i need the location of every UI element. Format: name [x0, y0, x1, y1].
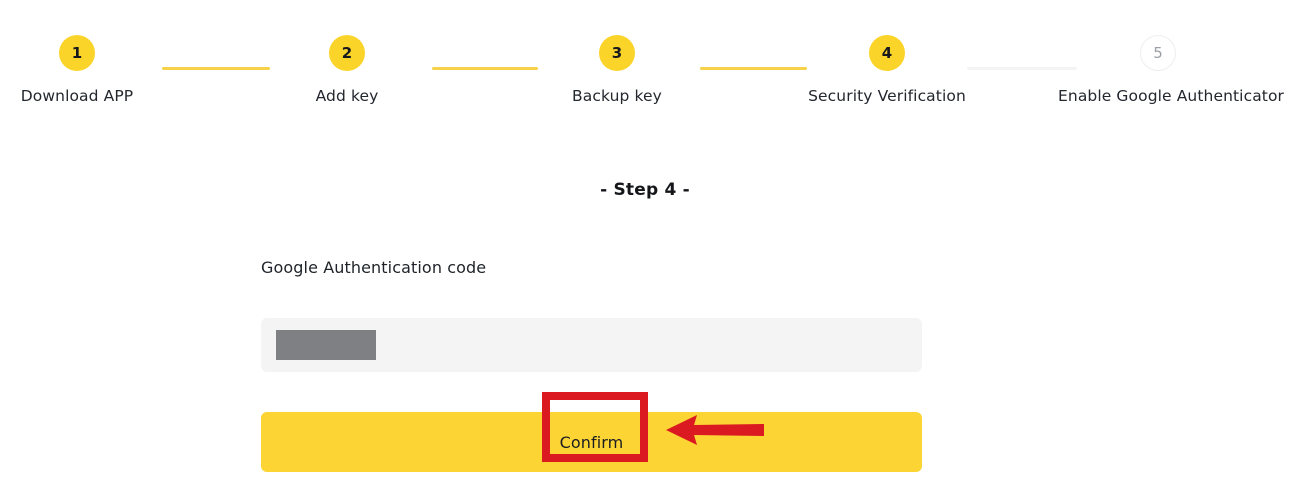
- stepper-connector-1-2: [162, 67, 270, 70]
- stepper-step-5-label: Enable Google Authenticator: [1058, 87, 1285, 105]
- stepper-connector-2-3: [432, 67, 538, 70]
- stepper-connector-3-4: [700, 67, 807, 70]
- auth-code-input[interactable]: [261, 318, 922, 372]
- redaction-overlay: [276, 330, 376, 360]
- stepper-step-2-number: 2: [329, 35, 365, 71]
- stepper-step-1[interactable]: 1 Download APP: [0, 35, 177, 105]
- stepper-step-2[interactable]: 2 Add key: [247, 35, 447, 105]
- stepper-step-1-label: Download APP: [20, 87, 134, 105]
- stepper-step-2-label: Add key: [315, 87, 379, 105]
- stepper-step-4[interactable]: 4 Security Verification: [787, 35, 987, 105]
- stepper-step-4-number: 4: [869, 35, 905, 71]
- stepper-step-3[interactable]: 3 Backup key: [517, 35, 717, 105]
- confirm-button-label: Confirm: [559, 432, 624, 452]
- stepper-step-1-number: 1: [59, 35, 95, 71]
- stepper-connector-4-5: [967, 67, 1077, 70]
- step-heading: - Step 4 -: [600, 180, 690, 200]
- stepper-step-3-number: 3: [599, 35, 635, 71]
- stepper-step-4-label: Security Verification: [808, 87, 966, 105]
- stepper-step-5-number: 5: [1140, 35, 1176, 71]
- progress-stepper: 1 Download APP 2 Add key 3 Backup key 4 …: [0, 0, 1290, 125]
- confirm-button[interactable]: Confirm: [261, 412, 922, 472]
- verification-form: Google Authentication code Confirm: [261, 258, 922, 472]
- stepper-step-5[interactable]: 5 Enable Google Authenticator: [1058, 35, 1285, 105]
- stepper-step-3-label: Backup key: [572, 87, 662, 105]
- auth-code-label: Google Authentication code: [261, 258, 487, 277]
